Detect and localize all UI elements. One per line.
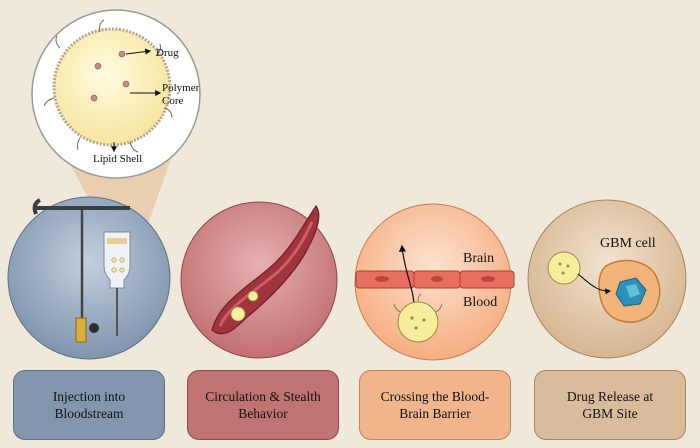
brain-label: Brain: [463, 251, 494, 266]
step-gbm-label: Drug Release at GBM Site: [534, 370, 686, 440]
stage-circulation: [180, 201, 338, 359]
step-circulation-label: Circulation & Stealth Behavior: [187, 370, 339, 440]
step-injection-label: Injection into Bloodstream: [13, 370, 165, 440]
drug-molecule: [94, 62, 102, 70]
step-bbb-label: Crossing the Blood- Brain Barrier: [359, 370, 511, 440]
nanoparticle-zoom: Drug Polymer Core Lipid Shell: [31, 9, 202, 179]
iv-clamp: [75, 317, 87, 343]
polymer-core-line1: Polymer: [162, 82, 200, 94]
endothelial-cells: [355, 270, 515, 289]
nanoparticle: [397, 301, 439, 343]
drug-molecule: [118, 50, 126, 58]
stage-injection: [7, 196, 171, 360]
lipid-shell-label: Lipid Shell: [93, 153, 142, 165]
polymer-core-line2: Core: [162, 95, 184, 107]
stage-bbb: Brain Blood: [354, 203, 515, 361]
nanoparticle: [547, 251, 581, 285]
nanoparticle: [247, 290, 259, 302]
drug-label: Drug: [156, 47, 179, 59]
nanoparticle: [230, 306, 246, 322]
gbm-cell-label: GBM cell: [600, 236, 656, 251]
drug-molecule: [90, 94, 98, 102]
peg-chains: [43, 19, 173, 153]
stage-gbm: GBM cell: [527, 199, 687, 359]
drug-molecule: [122, 80, 130, 88]
lipid-shell: [52, 27, 172, 147]
blood-label: Blood: [463, 295, 497, 310]
iv-bag: [103, 231, 131, 289]
polymer-core-label: Polymer Core: [162, 82, 202, 107]
